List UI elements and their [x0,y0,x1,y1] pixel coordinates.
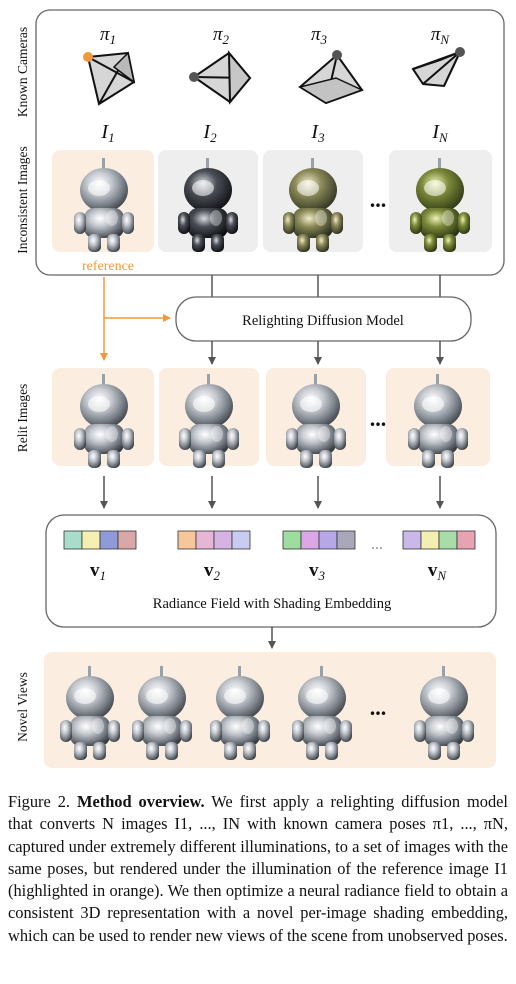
embedding-cell [117,530,137,550]
row-label-known-cameras: Known Cameras [15,27,30,117]
embedding-cell [213,530,233,550]
figure-label: Figure 2. [8,792,71,811]
camera-label-4: πN [431,24,451,47]
relit-ellipsis: ... [370,406,387,431]
image-label-3: I3 [310,121,325,145]
novel-ellipsis: ... [370,695,387,720]
embedding-label-3: v3 [309,560,326,583]
embedding-cell [195,530,215,550]
embedding-cell [336,530,356,550]
embedding-cell [63,530,83,550]
embedding-cell [177,530,197,550]
embedding-cell [456,530,476,550]
camera-1-icon [83,51,136,106]
relighting-model-label: Relighting Diffusion Model [242,313,404,329]
relighting-diffusion-model-box [175,296,472,342]
embedding-cell [438,530,458,550]
shading-embedding-4 [402,530,476,550]
embedding-cell [300,530,320,550]
embedding-cell [420,530,440,550]
embedding-cell [402,530,422,550]
input-ellipsis: ... [370,187,387,212]
embedding-label-2: v2 [204,560,221,583]
radiance-field-label: Radiance Field with Shading Embedding [153,596,391,612]
figure-caption: Figure 2. Method overview. We first appl… [8,791,508,947]
embedding-cell [318,530,338,550]
camera-2-icon [189,50,252,105]
row-label-novel-views: Novel Views [15,672,30,742]
embedding-cell [81,530,101,550]
shading-embedding-1 [63,530,137,550]
camera-3-icon [298,50,364,105]
camera-label-2: π2 [213,24,230,47]
image-label-4: IN [431,121,449,145]
embedding-ellipsis: ... [371,536,383,553]
input-container [35,9,505,276]
method-overview-diagram: Known Cameras Inconsistent Images Relit … [15,9,505,768]
camera-label-3: π3 [311,24,328,47]
reference-label: reference [82,259,134,274]
camera-n-icon [411,47,465,88]
embedding-label-1: v1 [90,560,106,583]
embedding-cell [99,530,119,550]
radiance-field-box [45,514,497,628]
embedding-label-4: vN [428,560,448,583]
row-label-inconsistent-images: Inconsistent Images [15,146,30,254]
caption-body: We first apply a relighting diffusion mo… [8,792,508,945]
shading-embedding-3 [282,530,356,550]
embedding-cell [282,530,302,550]
shading-embedding-2 [177,530,251,550]
caption-heading: Method overview. [76,792,205,811]
image-label-2: I2 [202,121,217,145]
row-label-relit-images: Relit Images [15,384,30,453]
camera-label-1: π1 [100,24,116,47]
embedding-cell [231,530,251,550]
image-label-1: I1 [100,121,114,145]
